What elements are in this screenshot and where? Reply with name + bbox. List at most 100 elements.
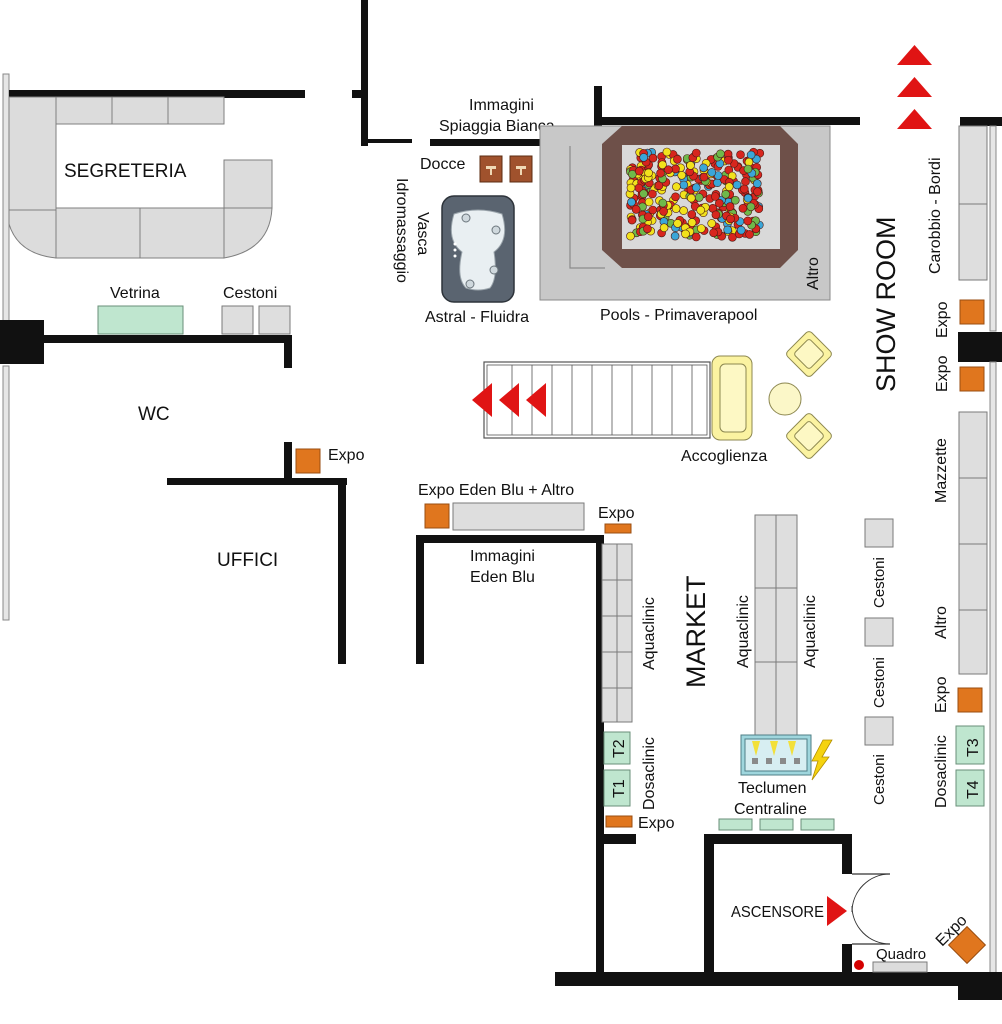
label-idromassaggio: Idromassaggio [393,178,410,283]
ball [628,170,637,179]
t3-box [955,725,985,765]
expo-box-right-3 [957,687,983,713]
ball [709,228,718,238]
ball [724,182,734,191]
ball [714,198,724,208]
ball [726,214,735,224]
label-t4: T4 [965,780,982,799]
right-window-upper [989,125,997,332]
ball [753,187,762,196]
carobbio-shelf [958,125,988,281]
t4-box [955,769,985,807]
ball [639,153,649,162]
ball [696,224,706,233]
label-immagini-eden-1: Immagini [470,548,535,565]
wall-spiaggia-right [594,86,602,144]
elevator-door [851,873,891,945]
ball [691,232,701,242]
ball [644,197,654,207]
label-aquaclinic-1: Aquaclinic [641,597,658,670]
wall-bottom [555,972,1002,986]
wall-wc-stub [284,442,292,480]
ball [741,177,750,186]
ball [671,192,680,202]
label-t3: T3 [965,738,982,757]
label-carobbio-bordi: Carobbio - Bordi [927,158,944,275]
ball [681,229,690,239]
wall-central-vertical [361,0,368,146]
wall-segreteria-top [9,90,305,98]
cestoni-box-2 [258,305,291,335]
left-window-upper [2,73,10,325]
label-aquaclinic-2: Aquaclinic [735,595,752,668]
label-expo-right-2: Expo [934,355,951,392]
label-immagini-spiaggia-2: Spiaggia Bianca [439,118,555,135]
ball [736,150,745,159]
ball [643,212,653,221]
label-immagini-spiaggia-1: Immagini [469,97,534,114]
right-window-lower [989,361,997,975]
label-expo-right-1: Expo [934,301,951,338]
ball [721,190,731,199]
label-dosaclinic-right: Dosaclinic [933,735,950,808]
ball [723,225,733,235]
t1-box [603,769,631,807]
wall-market-top [416,535,600,543]
ball [723,155,733,165]
ball [626,231,635,241]
left-window-lower [2,365,10,621]
wall-market-left [416,535,424,664]
label-cestoni-3: Cestoni [871,754,888,805]
ball [739,184,749,194]
label-expo-small-2: Expo [638,815,675,832]
expo-box-wc [295,448,321,474]
label-expo-small-1: Expo [598,505,635,522]
red-dot-icon [854,960,864,970]
label-vasca: Vasca [414,212,431,255]
ball [707,168,717,177]
ball [679,206,688,215]
ball [686,161,695,170]
ball [639,189,648,198]
ball [728,233,737,242]
label-t2: T2 [611,739,628,758]
ball [671,164,680,174]
centraline-box-2 [759,818,794,831]
ball [691,148,701,158]
ball [659,207,668,216]
ball [696,205,706,215]
ball [656,168,665,178]
ball [648,205,658,215]
teclumen-display [740,734,812,776]
pool-display [539,125,831,301]
label-dosaclinic-left: Dosaclinic [641,737,658,810]
label-cestoni-2: Cestoni [871,657,888,708]
cestoni-col-box-2 [864,617,894,647]
ball [743,164,753,174]
ball [746,150,756,160]
ball [648,189,657,199]
ball [648,153,658,163]
label-accoglienza: Accoglienza [681,448,767,465]
label-pools-primaverapool: Pools - Primaverapool [600,307,757,324]
expo-box-right-1 [959,299,985,325]
label-aquaclinic-3: Aquaclinic [802,595,819,668]
ball [687,210,697,219]
label-vetrina: Vetrina [110,285,160,302]
hot-tub-icon [441,195,515,303]
ball [699,172,709,182]
cestoni-col-box-1 [864,518,894,548]
label-immagini-eden-2: Eden Blu [470,569,535,586]
ball-pit [625,147,765,242]
ball [738,204,748,213]
ball [745,230,754,239]
ball [743,193,753,203]
staircase [483,361,711,439]
wall-ascensore-right-bottom [842,944,852,976]
accoglienza-seating [711,331,832,459]
mazzette-shelf [958,411,988,675]
expo-box-corner [947,925,987,965]
label-teclumen-2: Centraline [734,801,807,818]
wall-market-ledge [596,834,636,844]
segreteria-desk [8,96,273,259]
